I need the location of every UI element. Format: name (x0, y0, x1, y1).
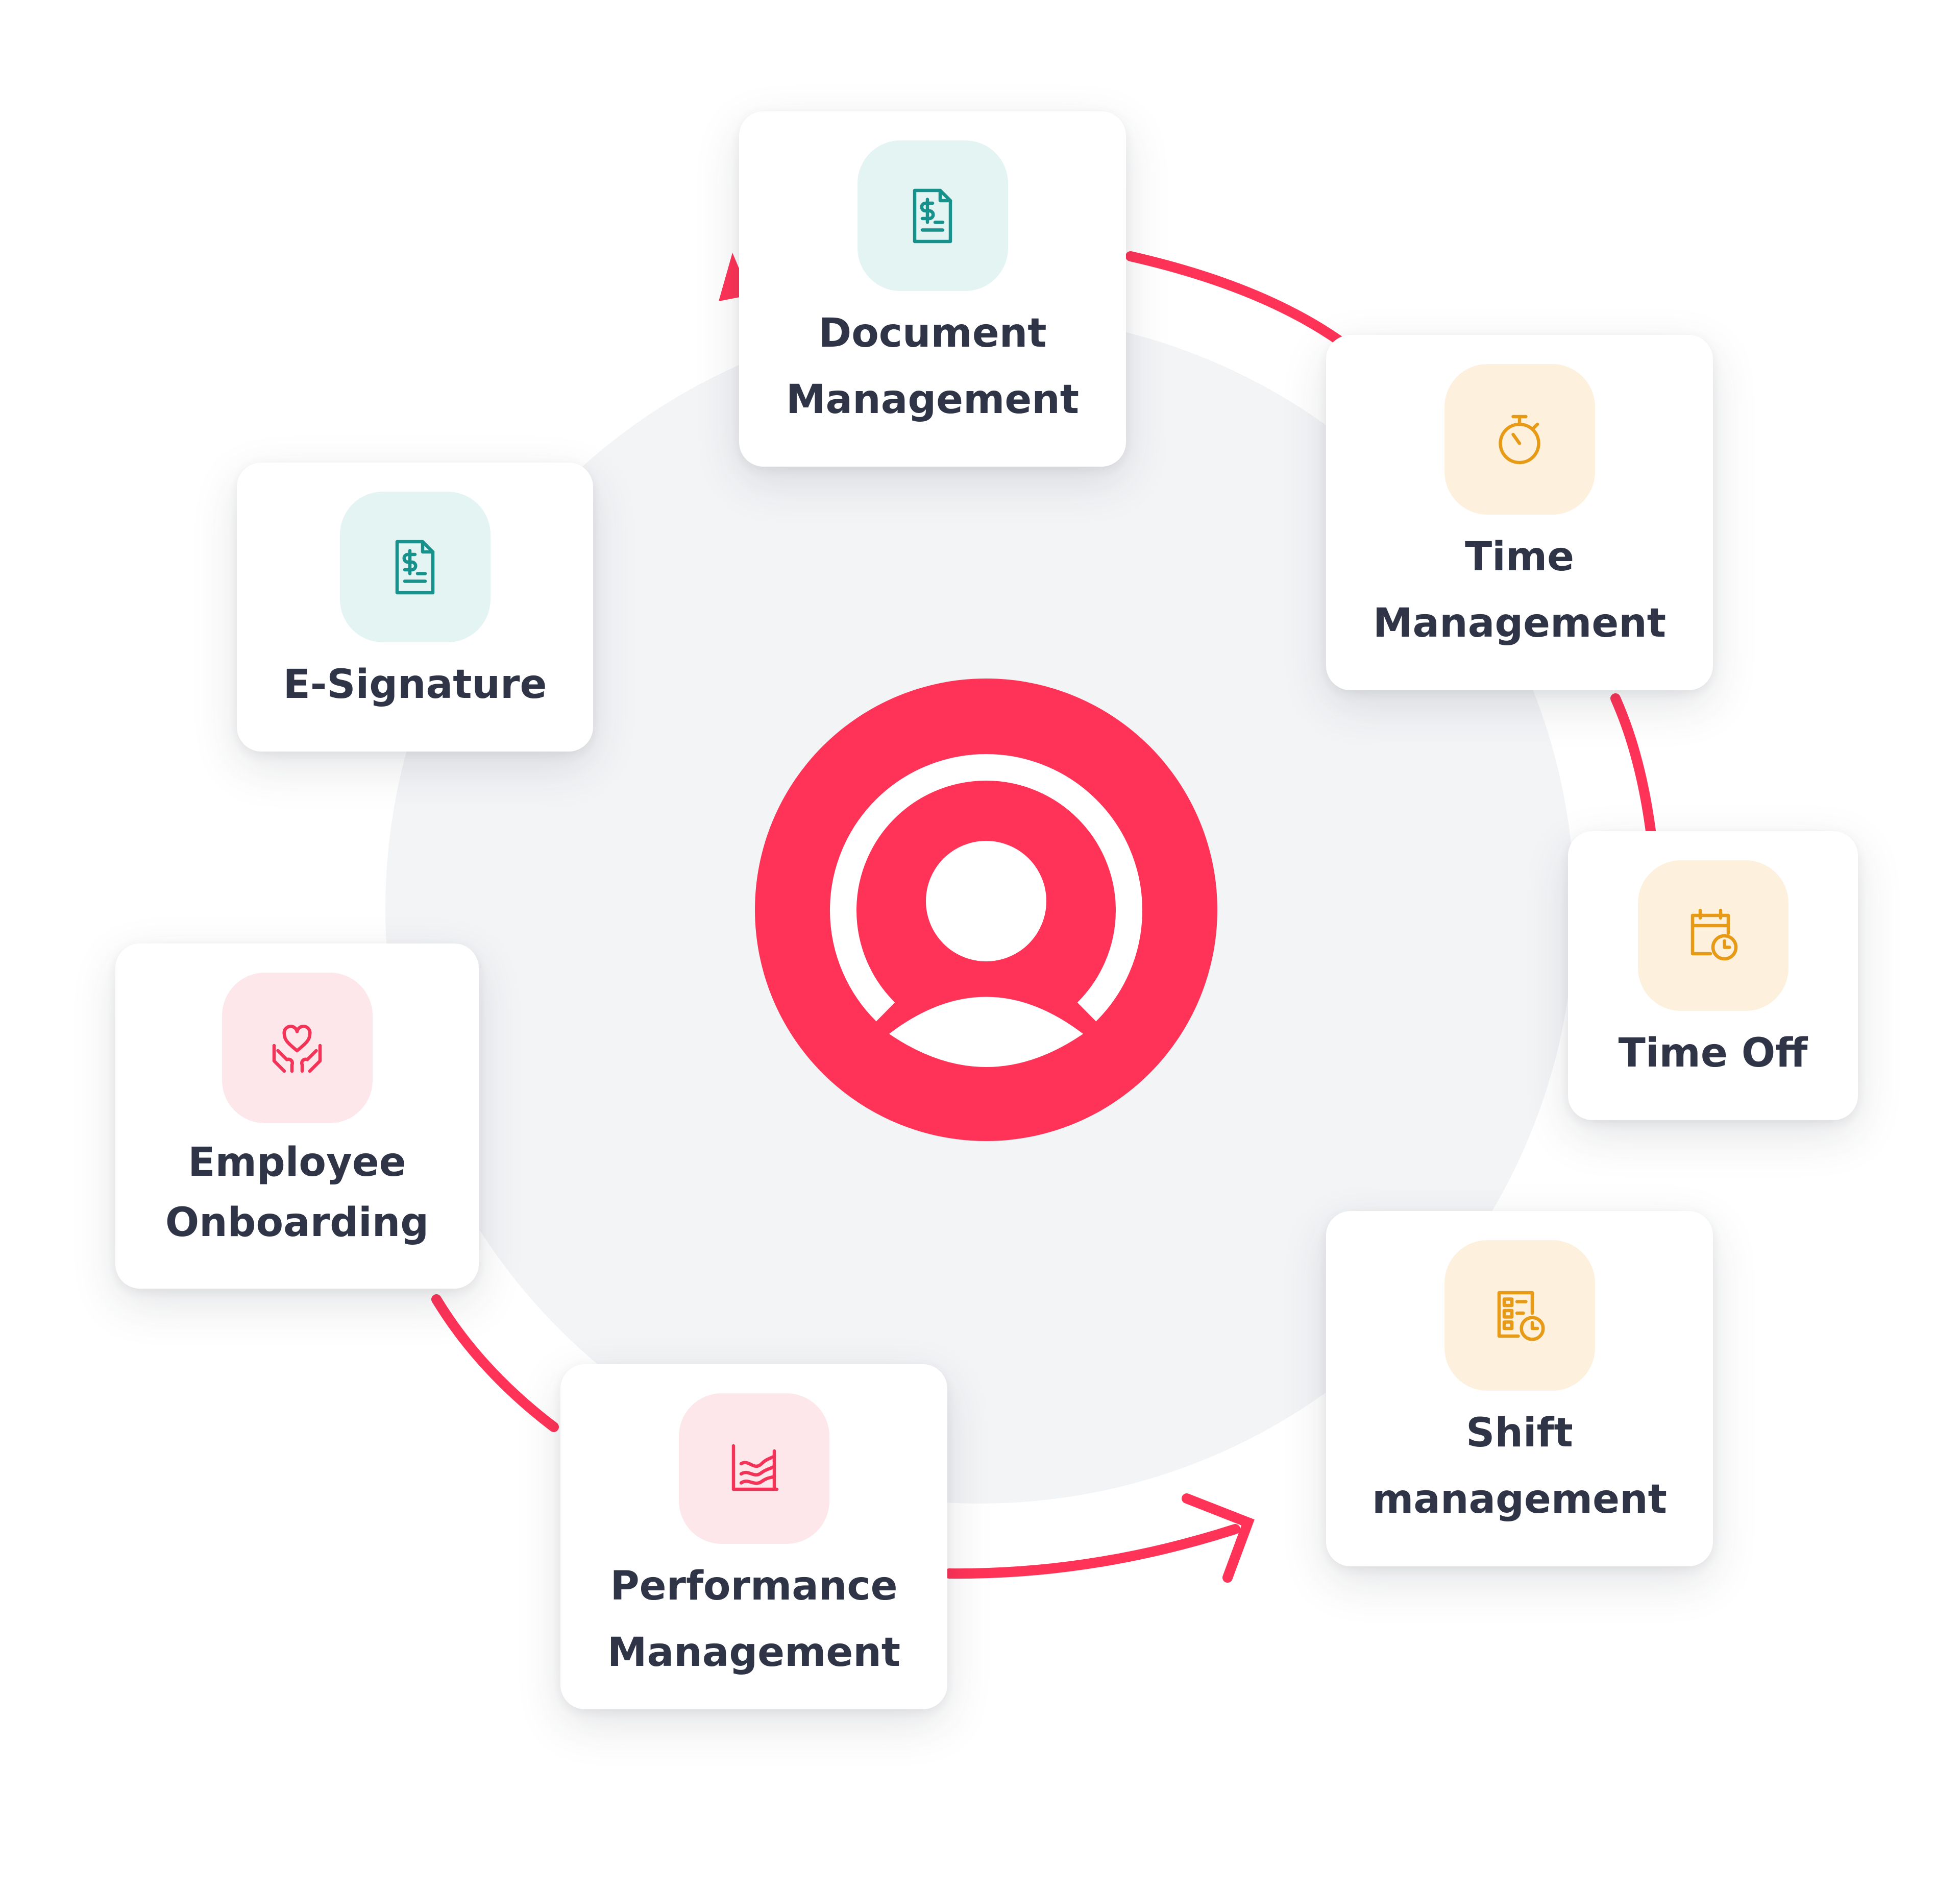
icon-tile (1444, 364, 1595, 515)
icon-tile (339, 492, 491, 642)
heart-hands-icon (272, 1024, 322, 1073)
card-label: Employee Onboarding (165, 1132, 429, 1253)
card-label-line: Management (1373, 600, 1667, 646)
stopwatch-icon (1499, 415, 1540, 464)
icon-tile (222, 973, 373, 1123)
card-time-management[interactable]: Time Management (1326, 335, 1713, 690)
card-label: Time Off (1619, 1020, 1808, 1086)
hub-user-icon (755, 679, 1217, 1141)
card-label-line: Time (1464, 534, 1575, 580)
card-label-line: Onboarding (165, 1200, 429, 1246)
calendar-clock-icon (1690, 908, 1738, 960)
performance-chart-icon (731, 1444, 779, 1491)
card-shift-management[interactable]: Shift management (1326, 1211, 1713, 1566)
card-label: Time Management (1373, 524, 1666, 657)
card-label-line: Management (607, 1630, 901, 1676)
cycle-arc-right (1610, 693, 1656, 840)
card-label-line: management (1372, 1476, 1667, 1522)
cycle-arc-bottom (944, 1524, 1240, 1579)
card-label-line: Shift (1466, 1410, 1573, 1456)
card-label: E-Signature (283, 651, 547, 718)
card-employee-onboarding[interactable]: Employee Onboarding (115, 943, 479, 1289)
card-label-line: Time Off (1618, 1030, 1808, 1076)
card-label-line: Document (818, 310, 1047, 356)
icon-tile (857, 140, 1008, 291)
card-performance-management[interactable]: Performance Management (560, 1364, 947, 1709)
card-label-line: Management (786, 377, 1080, 423)
card-label-line: Employee (188, 1140, 406, 1185)
card-label: Shift management (1372, 1400, 1667, 1533)
card-label-line: E-Signature (283, 662, 547, 708)
cycle-arc-top (1125, 251, 1345, 346)
icon-tile (1444, 1240, 1595, 1391)
card-label: Document Management (786, 300, 1079, 433)
card-document-management[interactable]: Document Management (739, 111, 1126, 467)
card-e-signature[interactable]: E-Signature (237, 463, 593, 752)
card-time-off[interactable]: Time Off (1568, 831, 1858, 1120)
signature-document-icon (395, 540, 435, 594)
card-label: Performance Management (607, 1553, 900, 1686)
card-label-line: Performance (610, 1563, 898, 1609)
shift-schedule-icon (1497, 1291, 1545, 1341)
cycle-arrowhead-bottom (1182, 1493, 1255, 1583)
cycle-arc-left (431, 1294, 559, 1432)
invoice-document-icon (913, 188, 952, 243)
icon-tile (678, 1393, 829, 1544)
icon-tile (1637, 860, 1788, 1011)
